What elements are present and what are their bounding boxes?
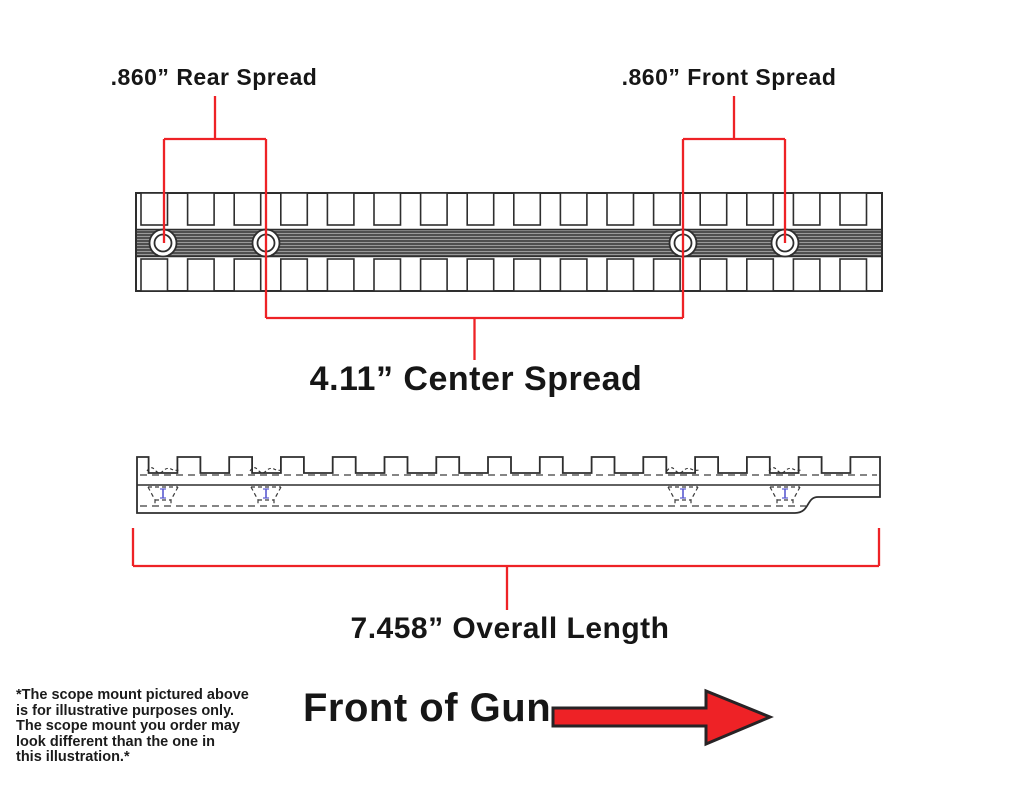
rear-spread-label: .860” Rear Spread [110, 64, 318, 90]
front-of-gun-label: Front of Gun [303, 686, 552, 730]
center-spread-label: 4.11” Center Spread [309, 360, 643, 398]
disclaimer-line: this illustration.* [16, 749, 130, 765]
front-spread-label: .860” Front Spread [621, 64, 837, 90]
disclaimer-note: *The scope mount pictured above is for i… [16, 687, 249, 766]
arrow-right-icon [551, 688, 774, 747]
disclaimer-line: The scope mount you order may [16, 718, 240, 734]
rail-top-view [135, 192, 883, 292]
disclaimer-line: is for illustrative purposes only. [16, 702, 235, 719]
rail-side-view [136, 456, 881, 514]
dimension-lines [131, 96, 881, 610]
overall-length-label: 7.458” Overall Length [350, 612, 670, 645]
disclaimer-line: look different than the one in [16, 733, 215, 750]
disclaimer-line: *The scope mount pictured above [16, 687, 249, 703]
